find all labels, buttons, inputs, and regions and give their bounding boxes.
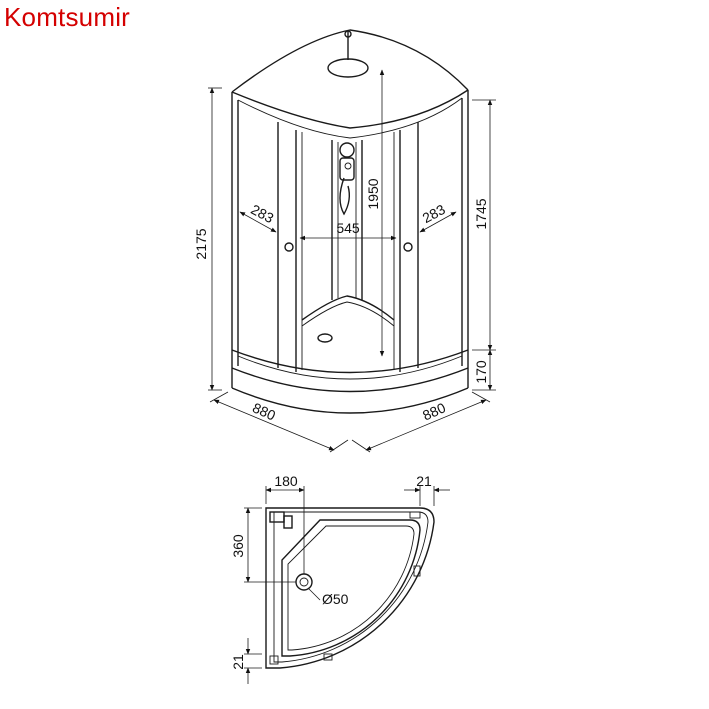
dim-side-panel-left: 283 [239,201,277,233]
dim-label-tray-height: 170 [473,360,489,384]
dim-shower-height: 1950 [365,69,385,357]
dim-depth-left: 880 [209,391,349,453]
dim-label-door-width: 545 [336,220,360,236]
dim-label-shower-height: 1950 [365,178,381,209]
dim-side-panel-right: 283 [419,201,457,233]
dim-label-wall-gap-bottom: 21 [230,654,246,670]
dim-height-total: 2175 [193,87,222,391]
dim-label-wall-gap-top: 21 [416,473,432,489]
dim-label-drain-offset-y: 360 [230,534,246,558]
dim-label-side-panel-left: 283 [248,201,276,226]
dim-depth-right: 880 [351,391,491,453]
brand-logo: Komtsumir [4,2,131,32]
dim-drain-offset-x: 180 [265,473,305,574]
dim-wall-gap-top: 21 [404,473,450,506]
dim-label-height-cabin: 1745 [473,198,489,229]
dim-label-height-total: 2175 [193,228,209,259]
tray-plan-drawing [265,507,435,669]
cabin-perspective-drawing [231,29,469,414]
dim-door-width: 545 [299,220,397,241]
dim-wall-gap-bottom: 21 [230,638,262,684]
dim-tray-height: 170 [472,349,496,391]
dim-drain-offset-y: 360 [230,507,296,583]
dim-label-drain-offset-x: 180 [274,473,298,489]
dim-label-side-panel-right: 283 [420,201,448,226]
dim-height-cabin: 1745 [472,99,496,351]
dim-label-drain-diameter: Ø50 [322,591,349,607]
dim-drain-diameter: Ø50 [307,587,349,607]
